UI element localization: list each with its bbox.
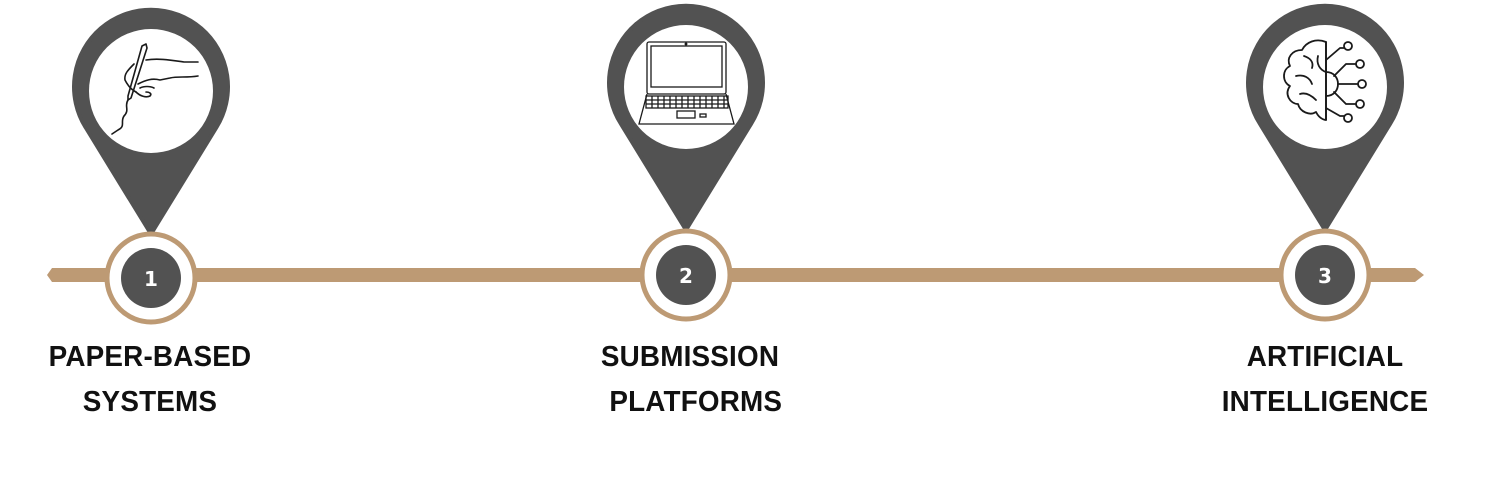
timeline-step-2: 2 bbox=[607, 3, 765, 322]
timeline-bar bbox=[47, 268, 1424, 282]
step-3-label-line2: INTELLIGENCE bbox=[1221, 386, 1429, 418]
step-3-label-line1: ARTIFICIAL bbox=[1246, 341, 1404, 373]
step-1-label-line1: PAPER-BASED bbox=[48, 341, 252, 373]
map-pin-1 bbox=[72, 7, 230, 236]
step-2-label: SUBMISSION PLATFORMS bbox=[536, 335, 843, 425]
laptop-icon bbox=[638, 41, 735, 125]
step-2-marker: 2 bbox=[639, 228, 733, 322]
step-2-label-line2: PLATFORMS bbox=[609, 386, 783, 418]
step-3-number: 3 bbox=[1318, 264, 1332, 288]
step-1-number: 1 bbox=[144, 267, 158, 291]
step-1-marker: 1 bbox=[104, 231, 198, 325]
step-3-marker: 3 bbox=[1278, 228, 1372, 322]
timeline-step-1: 1 bbox=[72, 7, 230, 325]
step-2-label-line1: SUBMISSION bbox=[600, 341, 780, 373]
map-pin-3 bbox=[1246, 3, 1404, 232]
step-3-label: ARTIFICIAL INTELLIGENCE bbox=[1171, 335, 1478, 425]
step-1-label-line2: SYSTEMS bbox=[82, 386, 218, 418]
ai-brain-circuit-icon bbox=[1283, 39, 1367, 123]
step-1-label: PAPER-BASED SYSTEMS bbox=[6, 335, 294, 425]
step-2-number: 2 bbox=[679, 264, 693, 288]
timeline-step-3: 3 bbox=[1246, 3, 1404, 322]
hand-writing-pen-icon bbox=[111, 43, 199, 135]
